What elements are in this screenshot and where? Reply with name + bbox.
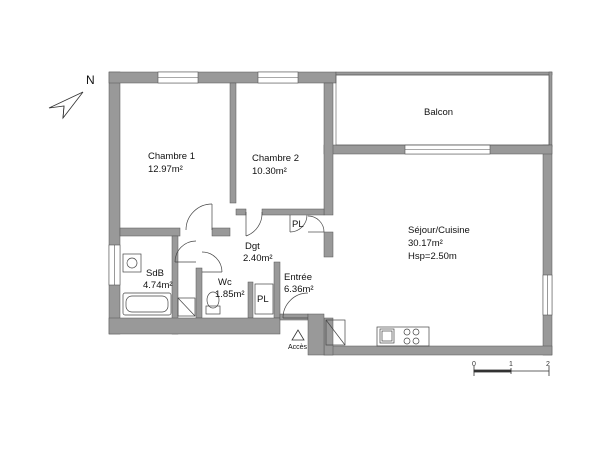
scale-bar xyxy=(473,366,550,376)
room-wc-name: Wc xyxy=(218,277,232,288)
north-label: N xyxy=(86,73,95,87)
room-chambre1-area: 12.97m² xyxy=(148,164,183,175)
sink-icon xyxy=(122,253,142,273)
room-sejour-name: Séjour/Cuisine xyxy=(408,225,470,236)
room-balcon-name: Balcon xyxy=(424,107,453,118)
room-sejour-height: Hsp=2.50m xyxy=(408,251,457,262)
room-sdb-name: SdB xyxy=(146,268,164,279)
room-entree-area: 6.36m² xyxy=(284,284,314,295)
north-arrow-icon xyxy=(48,91,84,120)
access-arrow-icon xyxy=(291,329,305,341)
room-pl-top-name: PL xyxy=(292,219,304,230)
room-chambre2-name: Chambre 2 xyxy=(252,153,299,164)
room-sdb-area: 4.74m² xyxy=(143,280,173,291)
access-label: Accès xyxy=(288,344,308,351)
bathroom-fixtures xyxy=(122,253,346,346)
room-chambre1-name: Chambre 1 xyxy=(148,151,195,162)
room-wc-area: 1.85m² xyxy=(215,289,245,300)
scale-tick-2: 2 xyxy=(546,361,550,368)
room-pl-bottom-name: PL xyxy=(257,294,269,305)
room-dgt-name: Dgt xyxy=(245,241,260,252)
kitchen-counter xyxy=(376,326,430,347)
room-dgt-area: 2.40m² xyxy=(243,253,273,264)
balcony-outline xyxy=(335,74,550,146)
doors xyxy=(174,203,325,319)
kitchen-sink-icon xyxy=(379,328,395,344)
scale-tick-1: 1 xyxy=(509,361,513,368)
room-sejour-area: 30.17m² xyxy=(408,238,443,249)
toilet-icon xyxy=(205,305,221,315)
scale-tick-0: 0 xyxy=(472,361,476,368)
walls xyxy=(108,71,553,356)
bathtub-icon xyxy=(122,292,172,316)
room-chambre2-area: 10.30m² xyxy=(252,166,287,177)
cooktop-icon xyxy=(403,328,420,345)
room-entree-name: Entrée xyxy=(284,272,312,283)
